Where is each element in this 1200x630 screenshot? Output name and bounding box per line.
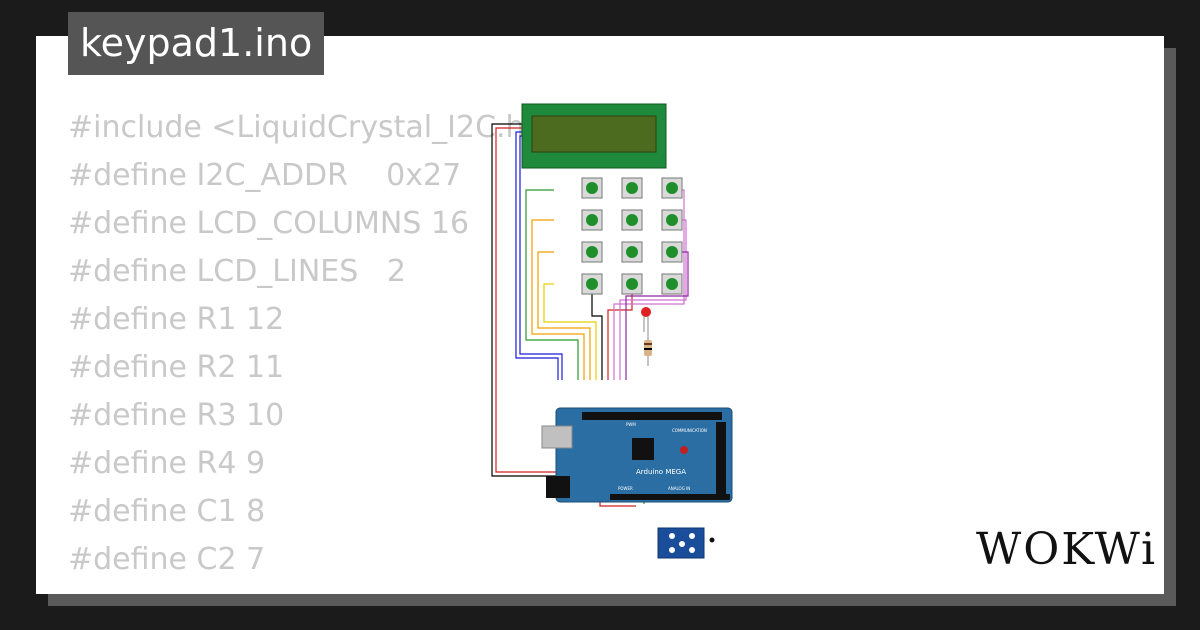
keypad: [581, 177, 683, 295]
key-button: [621, 241, 643, 263]
key-button: [581, 273, 603, 295]
board-label: Arduino MEGA: [636, 468, 686, 476]
code-line: #define LCD_LINES 2: [68, 254, 406, 289]
board-header-analog: ANALOG IN: [668, 486, 690, 491]
lcd-display: [521, 103, 667, 169]
code-line: #include <LiquidCrystal_I2C.h>: [68, 110, 550, 145]
code-line: #define C3 6: [68, 584, 550, 594]
key-button: [581, 177, 603, 199]
key-button: [621, 177, 643, 199]
code-line: #define R3 10: [68, 398, 285, 433]
joystick-module: [657, 527, 715, 559]
code-line: #define C1 8: [68, 494, 266, 529]
circuit-diagram: Arduino MEGA COMMUNICATION PWM POWER ANA…: [491, 103, 733, 559]
key-button: [661, 241, 683, 263]
board-header-power: POWER: [618, 486, 633, 491]
key-button: [661, 177, 683, 199]
key-button: [581, 209, 603, 231]
led: [641, 307, 651, 332]
project-filename-tab: keypad1.ino: [68, 12, 325, 75]
resistor: [644, 332, 652, 366]
code-line: #define I2C_ADDR 0x27: [68, 158, 462, 193]
arduino-mega-board: Arduino MEGA COMMUNICATION PWM POWER ANA…: [541, 407, 733, 503]
code-preview: #include <LiquidCrystal_I2C.h> #define I2…: [68, 104, 550, 594]
board-header-communication: COMMUNICATION: [672, 428, 707, 433]
key-button: [621, 209, 643, 231]
board-header-pwm: PWM: [626, 422, 636, 427]
code-line: #define C2 7: [68, 542, 266, 577]
code-line: #define LCD_COLUMNS 16: [68, 206, 470, 241]
code-line: #define R4 9: [68, 446, 266, 481]
key-button: [661, 209, 683, 231]
code-line: #define R2 11: [68, 350, 285, 385]
key-button: [621, 273, 643, 295]
key-button: [661, 273, 683, 295]
wokwi-logo: WOKWi: [976, 524, 1158, 575]
preview-card: #include <LiquidCrystal_I2C.h> #define I2…: [36, 36, 1164, 594]
code-line: #define R1 12: [68, 302, 285, 337]
key-button: [581, 241, 603, 263]
